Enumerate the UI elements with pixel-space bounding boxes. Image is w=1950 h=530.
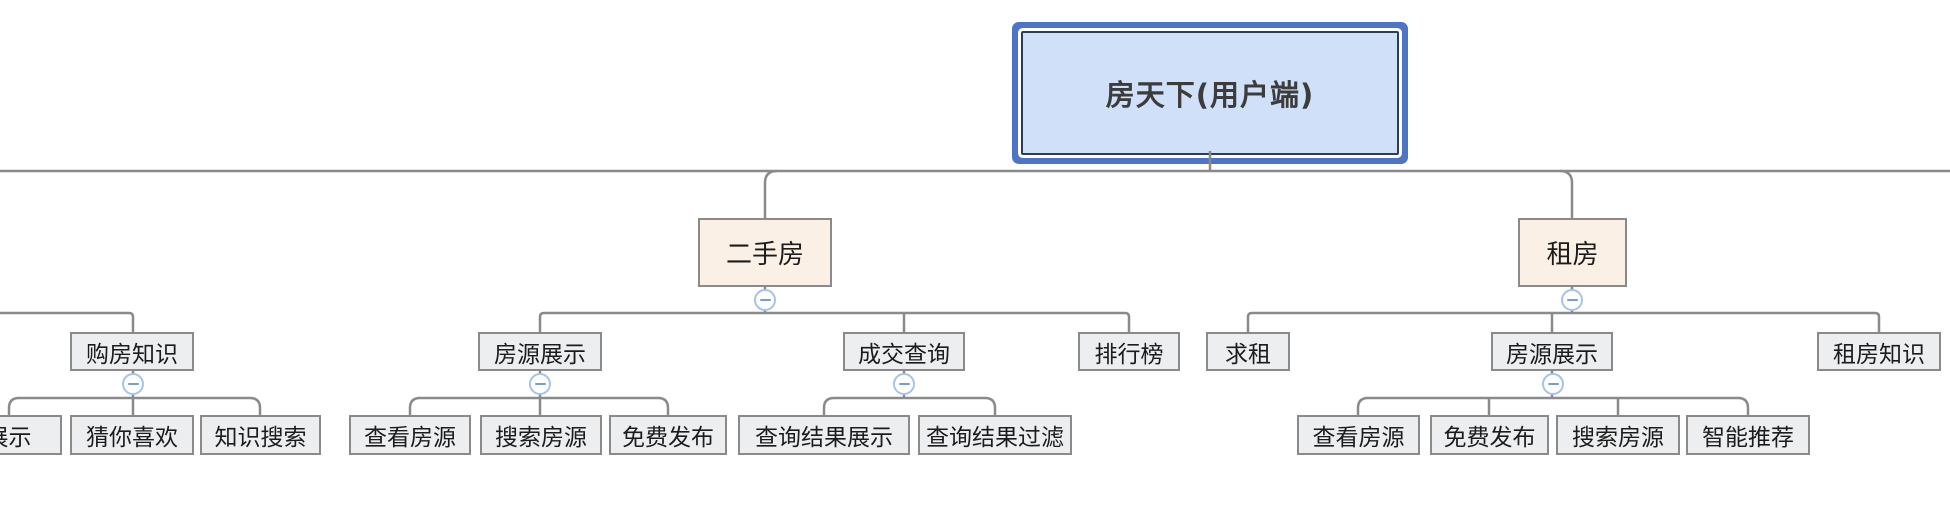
node-sousuo-fangyuan-zf[interactable]: 搜索房源 — [1556, 415, 1680, 455]
node-chaxun-jieguo-zhanshi[interactable]: 查询结果展示 — [738, 415, 910, 455]
connector-drop-ershoufang — [763, 169, 778, 218]
node-qiuzu[interactable]: 求租 — [1206, 332, 1290, 371]
node-chaxun-jieguo-guolv[interactable]: 查询结果过滤 — [918, 415, 1072, 455]
collapse-icon-ershoufang[interactable] — [754, 289, 776, 311]
node-chakan-fangyuan-zf[interactable]: 查看房源 — [1297, 415, 1420, 455]
node-root[interactable]: 房天下(用户端) — [1021, 31, 1399, 155]
node-chakan-fangyuan-esf[interactable]: 查看房源 — [349, 415, 471, 455]
node-fangyuan-zhanshi-zf[interactable]: 房源展示 — [1491, 332, 1613, 371]
node-zhanshi-cut[interactable]: 展示 — [0, 415, 62, 455]
node-cainixihuan[interactable]: 猜你喜欢 — [70, 415, 194, 455]
connector-rail — [1246, 311, 1881, 332]
node-goufang-zhishi[interactable]: 购房知识 — [70, 332, 194, 371]
node-mianfei-fabu-esf[interactable]: 免费发布 — [609, 415, 727, 455]
node-sousuo-fangyuan-esf[interactable]: 搜索房源 — [480, 415, 602, 455]
collapse-icon-fangyuan-zhanshi-esf[interactable] — [529, 373, 551, 395]
collapse-icon-fangyuan-zhanshi-zf[interactable] — [1542, 373, 1564, 395]
node-fangyuan-zhanshi-esf[interactable]: 房源展示 — [478, 332, 602, 371]
connector-drop-zufang — [1559, 169, 1574, 218]
connector-rail — [822, 396, 997, 415]
connector-rail — [538, 311, 1131, 332]
collapse-icon-goufang-zhishi[interactable] — [122, 373, 144, 395]
node-zhishi-sousuo[interactable]: 知识搜索 — [200, 415, 321, 455]
node-paihangbang[interactable]: 排行榜 — [1078, 332, 1180, 371]
connector-rail — [7, 396, 262, 415]
node-mianfei-fabu-zf[interactable]: 免费发布 — [1430, 415, 1549, 455]
node-zufang[interactable]: 租房 — [1518, 218, 1627, 287]
node-zhineng-tuijian[interactable]: 智能推荐 — [1686, 415, 1810, 455]
connector-rail — [0, 311, 135, 332]
node-zufang-zhishi[interactable]: 租房知识 — [1817, 332, 1941, 371]
collapse-icon-chengjiao-chaxun[interactable] — [893, 373, 915, 395]
node-chengjiao-chaxun[interactable]: 成交查询 — [843, 332, 965, 371]
connector-rail — [408, 396, 670, 415]
node-ershoufang[interactable]: 二手房 — [698, 218, 832, 287]
connector-rail — [1356, 396, 1750, 415]
collapse-icon-zufang[interactable] — [1561, 289, 1583, 311]
